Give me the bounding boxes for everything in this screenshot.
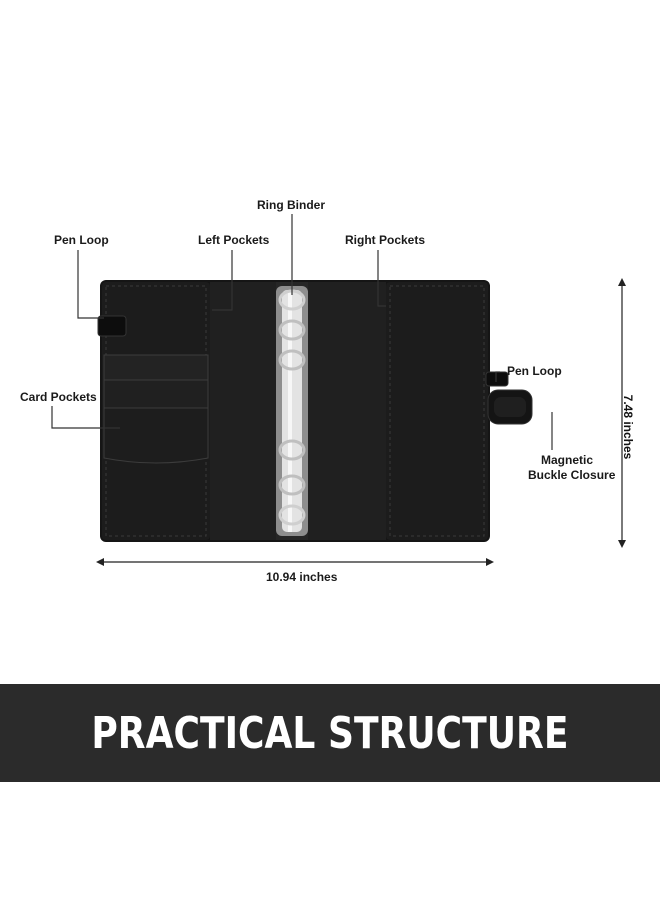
binder-diagram <box>51 214 626 566</box>
right-pockets-label: Right Pockets <box>345 233 426 247</box>
magnetic-label-line1: Magnetic <box>540 453 593 467</box>
height-dimension-arrow <box>618 278 626 548</box>
height-dimension-label: 7.48 inches <box>621 394 635 460</box>
width-dimension-label: 10.94 inches <box>266 570 338 584</box>
ring-mechanism <box>276 286 308 536</box>
pen-loop-left <box>97 315 127 337</box>
banner-title: PRACTICAL STRUCTURE <box>91 707 569 759</box>
callout-lines <box>51 214 553 450</box>
card-pockets <box>103 354 209 464</box>
card-pockets-label: Card Pockets <box>20 390 97 404</box>
left-pockets-label: Left Pockets <box>198 233 270 247</box>
ring-binder-label: Ring Binder <box>257 198 325 212</box>
magnetic-buckle <box>485 371 533 425</box>
title-banner: PRACTICAL STRUCTURE <box>0 684 660 782</box>
binder-illustration <box>97 280 533 542</box>
pen-loop-right-label: Pen Loop <box>507 364 562 378</box>
pen-loop-left-label: Pen Loop <box>54 233 109 247</box>
width-dimension-arrow <box>96 558 494 566</box>
buckle-closure-label-line2: Buckle Closure <box>528 468 616 482</box>
